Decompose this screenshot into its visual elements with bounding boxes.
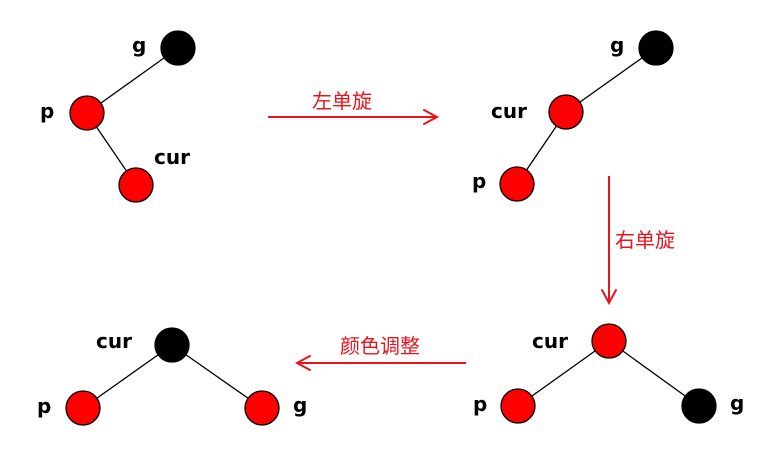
arrow-right-head (423, 109, 440, 125)
label-g: g (132, 33, 146, 57)
label-p: p (40, 99, 54, 123)
arrow-down-head (601, 289, 617, 306)
edge-cur-p (517, 340, 610, 407)
node-p-red (499, 166, 535, 202)
node-p-red (69, 95, 105, 131)
tree-initial: g p cur (40, 30, 196, 203)
arrow-left-head (294, 355, 311, 371)
node-cur-red (591, 323, 627, 359)
label-p: p (37, 394, 51, 418)
node-g-black (638, 30, 674, 66)
label-g: g (293, 393, 307, 417)
label-cur: cur (491, 99, 527, 123)
node-g-black (681, 388, 717, 424)
node-p-red (500, 388, 536, 424)
label-cur: cur (96, 329, 132, 353)
node-g-red (244, 390, 280, 426)
edge-g-cur (565, 47, 657, 113)
node-p-red (65, 390, 101, 426)
tree-after-left-rotate: g cur p (472, 30, 674, 202)
edge-cur-p (82, 344, 173, 409)
label-p: p (473, 392, 487, 416)
label-cur: cur (532, 329, 568, 353)
node-g-black (160, 30, 196, 66)
step-label-right-rotate: 右单旋 (615, 228, 675, 252)
label-p: p (472, 169, 486, 193)
node-cur-red (118, 167, 154, 203)
label-g: g (730, 391, 744, 415)
step-label-recolor: 颜色调整 (340, 334, 420, 358)
edge-g-p (86, 47, 179, 114)
step-label-left-rotate: 左单旋 (312, 89, 372, 113)
node-cur-black (154, 327, 190, 363)
step-right-rotate: 右单旋 (601, 176, 675, 306)
edge-cur-g (171, 344, 263, 409)
node-cur-red (548, 94, 584, 130)
edge-cur-g (608, 340, 700, 407)
tree-after-recolor: cur p g (37, 327, 307, 426)
tree-after-right-rotate: cur p g (473, 323, 744, 424)
step-left-rotate: 左单旋 (268, 89, 440, 125)
label-g: g (610, 33, 624, 57)
label-cur: cur (154, 145, 190, 169)
step-recolor: 颜色调整 (294, 334, 466, 371)
